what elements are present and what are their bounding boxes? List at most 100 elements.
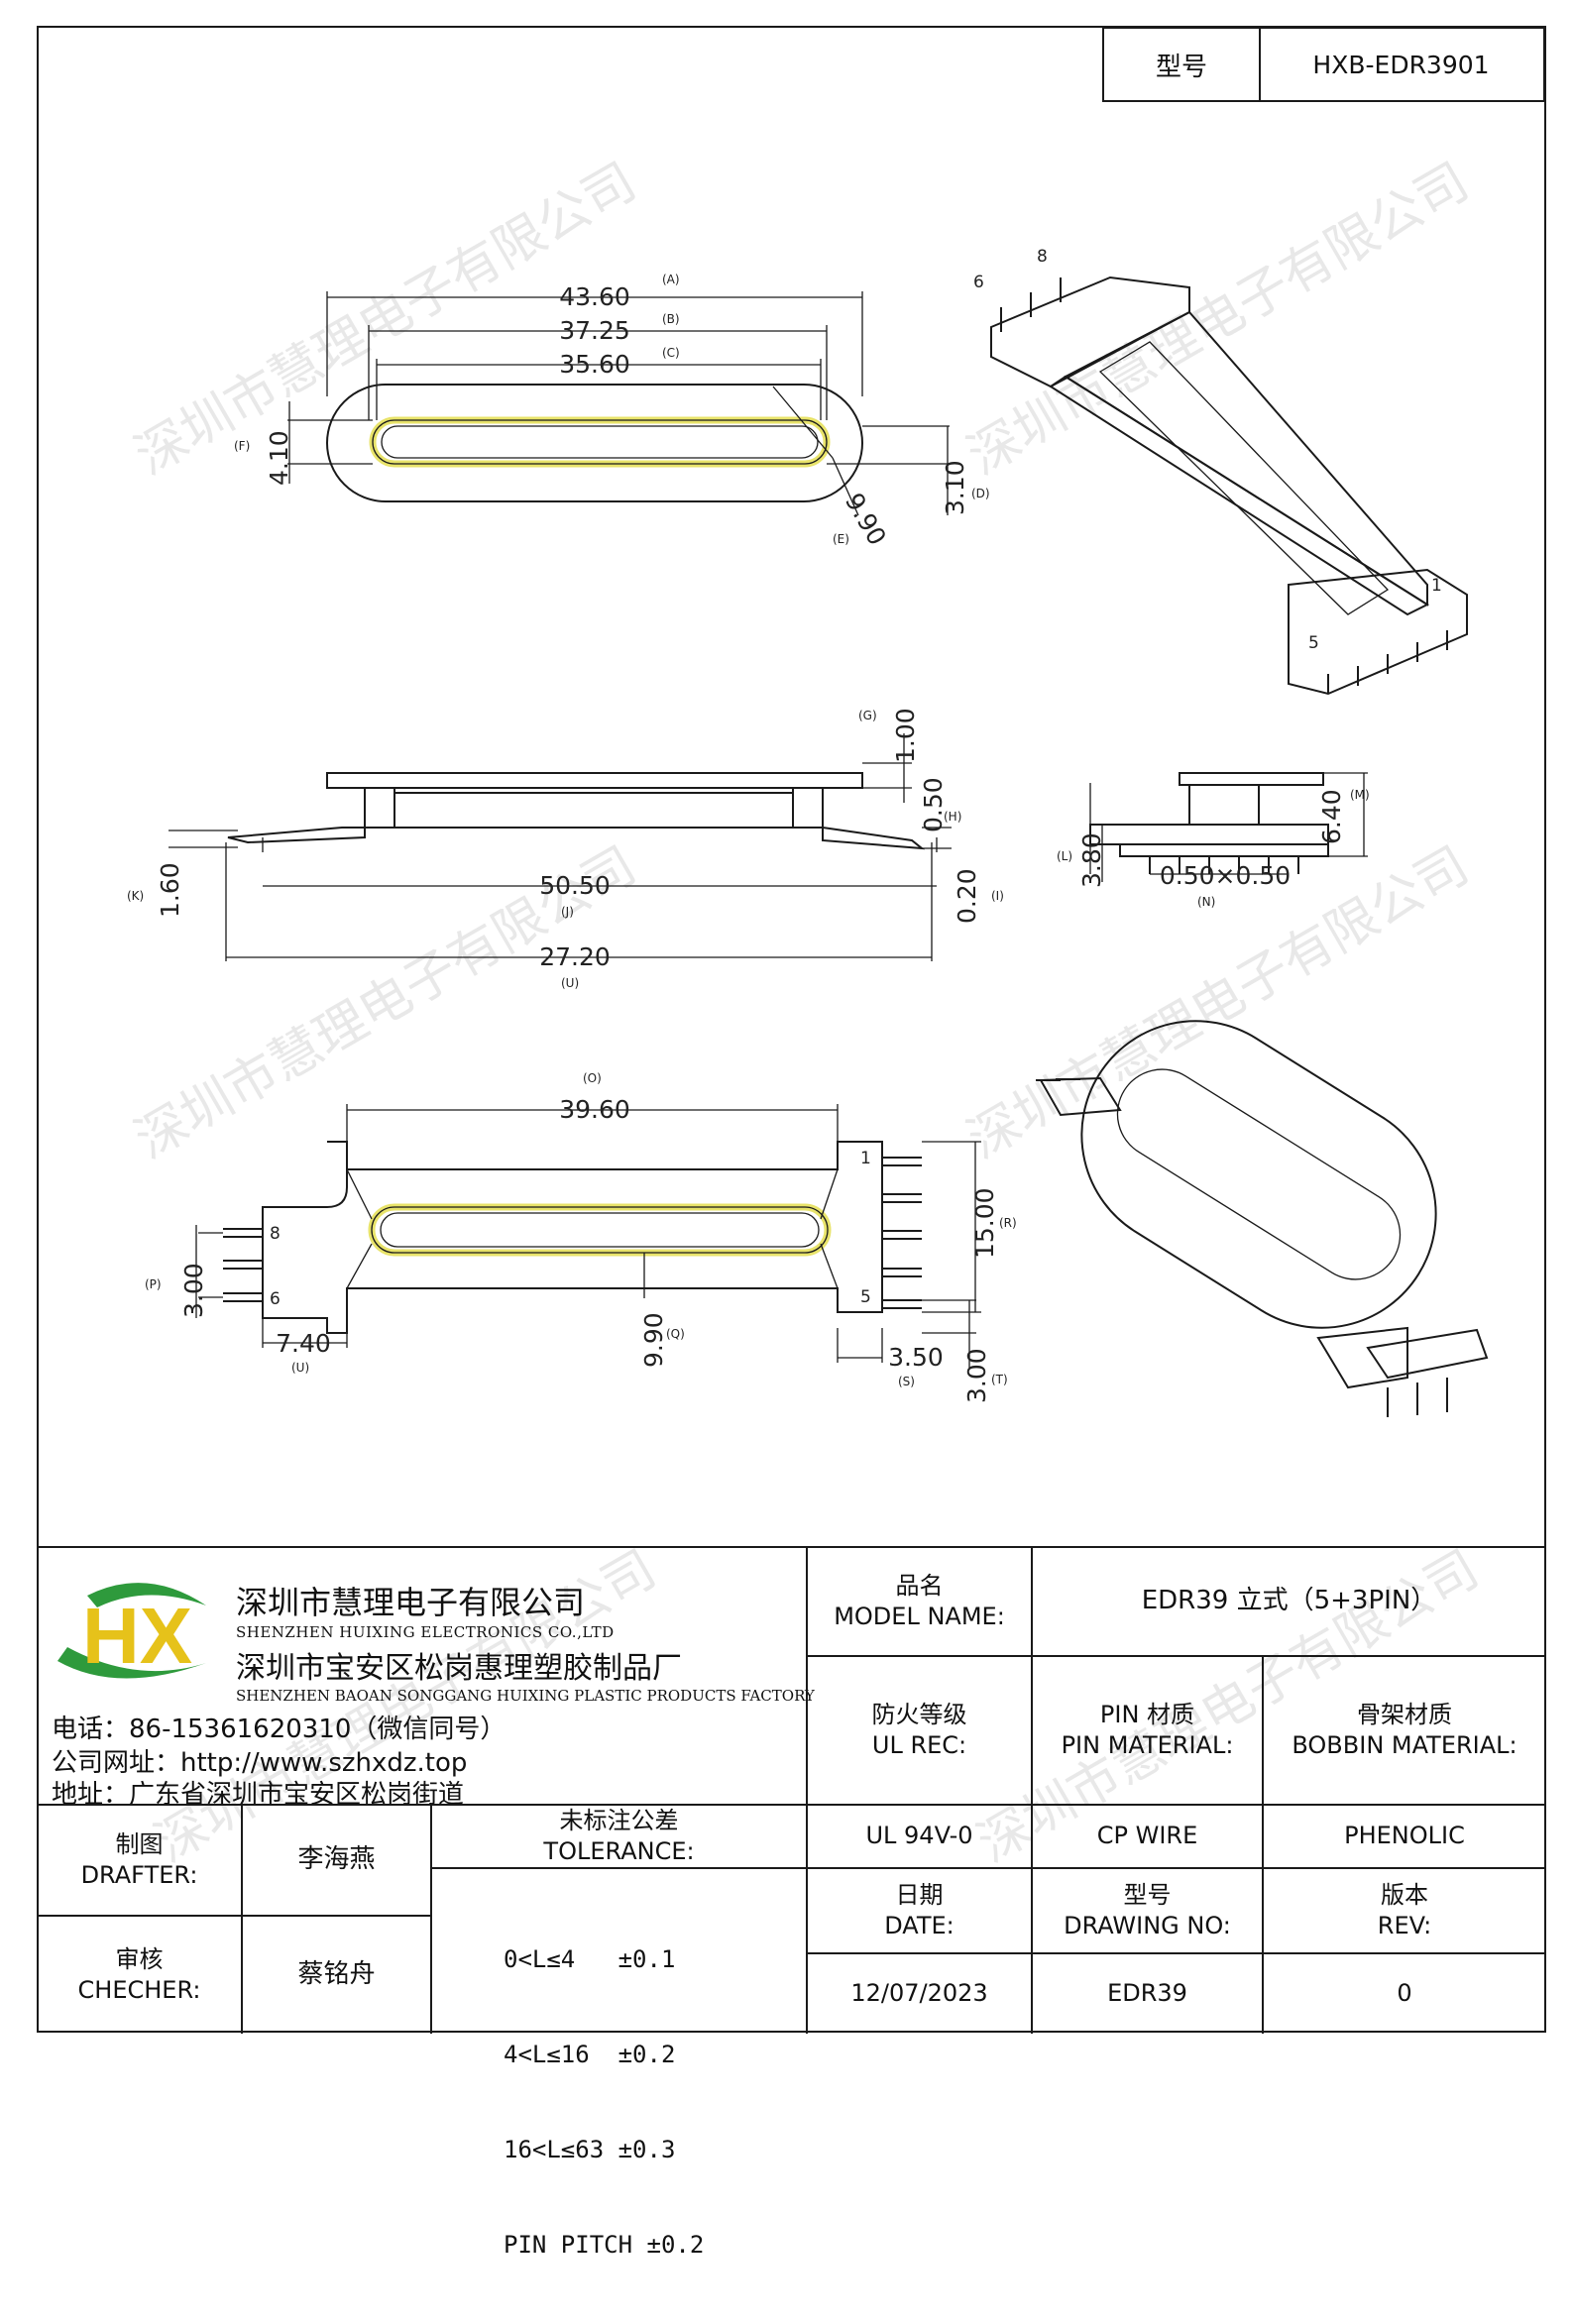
drafter-label: 制图 DRAFTER: xyxy=(80,1829,198,1889)
iso-view-bottom xyxy=(1036,1020,1489,1417)
pin-material-label: PIN 材质 PIN MATERIAL: xyxy=(1061,1700,1234,1759)
dim-tag: (U) xyxy=(561,976,579,990)
drafter-name: 李海燕 xyxy=(297,1844,376,1875)
dim-value: 27.20 xyxy=(539,942,611,971)
tolerance-row: 0<L≤4 ±0.1 xyxy=(504,1945,676,1973)
dim-tag: (T) xyxy=(991,1373,1008,1386)
pin-material-value: CP WIRE xyxy=(1096,1822,1198,1850)
pin-label: 8 xyxy=(1037,247,1048,267)
company-name-cn-1: 深圳市慧理电子有限公司 xyxy=(236,1584,586,1621)
dim-tag: (O) xyxy=(583,1071,602,1085)
company-panel: HX 深圳市慧理电子有限公司 SHENZHEN HUIXING ELECTRON… xyxy=(38,1548,815,1810)
divider xyxy=(806,1867,1545,1869)
model-name-value: EDR39 立式（5+3PIN） xyxy=(1141,1586,1437,1616)
ul-rec-label: 防火等级 UL REC: xyxy=(871,1700,967,1759)
company-name-cn-2: 深圳市宝安区松岗惠理塑胶制品厂 xyxy=(236,1651,682,1686)
pin-label: 8 xyxy=(270,1224,281,1244)
drawing-no-label: 型号 DRAWING NO: xyxy=(1064,1880,1231,1939)
dim-tag: (S) xyxy=(898,1375,915,1388)
dim-value: 3.00 xyxy=(962,1348,991,1403)
drawing-no-value: EDR39 xyxy=(1107,1979,1187,2008)
dim-value: 3.80 xyxy=(1077,832,1106,888)
divider xyxy=(430,1806,432,2034)
dim-tag: (N) xyxy=(1197,895,1215,909)
bottom-view-coil-window xyxy=(368,1203,832,1257)
company-logo: HX xyxy=(57,1583,206,1680)
model-label: 型号 xyxy=(1102,27,1261,102)
company-website[interactable]: 公司网址：http://www.szhxdz.top xyxy=(52,1748,468,1778)
divider xyxy=(1262,1657,1264,2034)
side-view: 1.00 (G) 0.50 (H) 0.20 (I) 50.50 (J) 1.6… xyxy=(127,708,1004,990)
dim-value: 3.50 xyxy=(888,1343,944,1372)
rev-label: 版本 REV: xyxy=(1377,1880,1432,1939)
pin-label: 1 xyxy=(1431,576,1442,596)
top-view: 43.60 (A) 37.25 (B) 35.60 (C) 3.10 (D) 9… xyxy=(234,273,990,550)
divider xyxy=(38,1915,430,1917)
pin-label: 1 xyxy=(860,1149,871,1168)
dim-value: 3.00 xyxy=(179,1263,208,1318)
dim-tag: (M) xyxy=(1350,788,1370,802)
dim-tag: (I) xyxy=(991,889,1004,903)
dim-tag: (H) xyxy=(944,810,961,824)
end-view: 6.40 (M) 3.80 (L) 0.50×0.50 (N) xyxy=(1057,772,1370,909)
pin-label: 5 xyxy=(860,1287,871,1307)
tolerance-row: 4<L≤16 ±0.2 xyxy=(504,2041,676,2068)
dim-value: 35.60 xyxy=(559,350,630,379)
divider xyxy=(241,1806,243,2034)
pin-label: 6 xyxy=(270,1289,281,1309)
iso-view-top: 6 8 1 5 xyxy=(973,247,1468,696)
dim-value: 0.50×0.50 xyxy=(1160,861,1291,890)
tolerance-table: 0<L≤4 ±0.1 4<L≤16 ±0.2 16<L≤63 ±0.3 PIN … xyxy=(504,1880,801,2324)
model-name-label: 品名 MODEL NAME: xyxy=(834,1571,1005,1630)
dim-value: 15.00 xyxy=(970,1187,999,1259)
dim-tag: (A) xyxy=(662,273,680,286)
divider xyxy=(806,1655,1545,1657)
company-name-en-1: SHENZHEN HUIXING ELECTRONICS CO.,LTD xyxy=(236,1623,615,1641)
dim-tag: (G) xyxy=(858,709,877,722)
dim-value: 1.60 xyxy=(156,862,184,918)
tolerance-row: 16<L≤63 ±0.3 xyxy=(504,2136,676,2163)
pin-label: 6 xyxy=(973,273,984,292)
dim-value: 9.90 xyxy=(639,1312,668,1368)
model-value: HXB-EDR3901 xyxy=(1259,27,1545,102)
tolerance-row: PIN PITCH ±0.2 xyxy=(504,2231,705,2259)
dim-tag: (B) xyxy=(662,312,680,326)
bottom-view: 1 5 8 6 39.60 (O) 3.00 (P) 9.90 (Q) 15.0… xyxy=(145,1071,1017,1403)
dim-tag: (J) xyxy=(561,905,574,919)
dim-value: 4.10 xyxy=(265,430,293,486)
divider xyxy=(1031,1548,1033,2034)
dim-value: 0.50 xyxy=(919,777,948,832)
checker-label: 审核 CHECHER: xyxy=(77,1944,201,2004)
dim-tag: (E) xyxy=(833,532,849,546)
rev-value: 0 xyxy=(1397,1979,1412,2008)
pin-label: 5 xyxy=(1308,633,1319,653)
dim-value: 37.25 xyxy=(559,316,630,345)
dim-value: 7.40 xyxy=(276,1329,331,1358)
title-block: HX 深圳市慧理电子有限公司 SHENZHEN HUIXING ELECTRON… xyxy=(38,1546,1545,2259)
dim-tag: (C) xyxy=(662,346,680,360)
dim-tag: (D) xyxy=(971,487,990,500)
ul-rec-value: UL 94V-0 xyxy=(865,1822,973,1850)
dim-tag: (K) xyxy=(127,889,144,903)
checker-name: 蔡铭舟 xyxy=(297,1959,376,1990)
tolerance-label: 未标注公差 TOLERANCE: xyxy=(543,1806,695,1865)
sheet-border xyxy=(37,26,1546,2033)
divider xyxy=(806,1952,1545,1954)
date-value: 12/07/2023 xyxy=(850,1979,988,2008)
logo-text: HX xyxy=(82,1592,192,1680)
dim-value: 3.10 xyxy=(941,460,969,515)
dim-tag: (R) xyxy=(999,1216,1017,1230)
dim-tag: (Q) xyxy=(666,1327,685,1341)
company-name-en-2: SHENZHEN BAOAN SONGGANG HUIXING PLASTIC … xyxy=(236,1687,815,1705)
dim-value: 39.60 xyxy=(559,1095,630,1124)
dim-tag: (U) xyxy=(291,1361,309,1375)
dim-tag: (P) xyxy=(145,1277,162,1291)
company-phone: 电话：86-15361620310（微信同号） xyxy=(52,1715,506,1744)
divider xyxy=(806,1548,808,2034)
top-view-flange-outline xyxy=(326,384,863,502)
watermark: 深圳市慧理电子有限公司 xyxy=(958,152,1479,487)
dim-value: 50.50 xyxy=(539,871,611,900)
drawing-sheet: 深圳市慧理电子有限公司 深圳市慧理电子有限公司 深圳市慧理电子有限公司 深圳市慧… xyxy=(37,26,1546,2033)
bobbin-material-value: PHENOLIC xyxy=(1344,1822,1465,1850)
divider xyxy=(430,1867,806,1869)
